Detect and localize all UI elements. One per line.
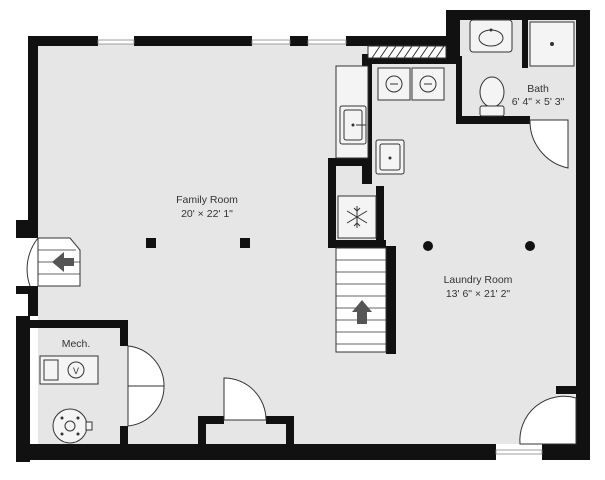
snowflake-icon [337,195,377,239]
mech-wall-top [24,320,128,328]
columns [146,238,535,251]
mech-wall-right-lower [120,426,128,446]
wall-right-jog [556,386,576,394]
window-top-2 [251,39,291,45]
counter [335,65,369,159]
closet-door [223,377,267,421]
bath-wall-left [446,10,460,58]
wall-left-upper [28,36,38,226]
main-stairs [335,247,387,353]
furnace-icon: V [39,355,99,385]
room-labels: Family Room 20' × 22' 1" Laundry Room 13… [62,83,565,350]
closet-wall-top-right [266,416,294,424]
wall-top-mid2 [290,36,308,46]
mech-wall-right-upper [120,320,128,346]
laundry-room-name: Laundry Room [444,274,513,286]
water-heater-icon [52,408,93,444]
bath-name: Bath [527,83,549,95]
bath-door [529,119,569,169]
laundry-room-size: 13' 6" × 21' 2" [446,288,511,300]
closet-wall-left [198,416,206,446]
window-top-3 [307,39,347,45]
svg-text:V: V [73,366,79,376]
wall-left-bottom [16,316,30,462]
window-top-1 [97,39,135,45]
closet-wall-right [286,416,294,446]
family-room-name: Family Room [176,194,238,206]
mech-door-bottom [127,385,165,427]
wall-top-left [28,36,98,46]
bath-wall-bottom [456,116,530,124]
laundry-wall-top [362,54,460,64]
partition-top [328,158,372,166]
laundry-exterior-door [519,395,577,445]
wall-right-lower [576,386,590,460]
wall-bottom-left [16,444,496,460]
partition-left [328,158,336,246]
sink-icon [339,105,367,145]
wall-top-mid [134,36,252,46]
toilet-icon [479,76,505,117]
washer-icon [377,67,411,101]
column-icon [423,241,433,251]
side-stair-arrow-icon [52,252,74,272]
wall-left-stub [16,220,38,238]
mech-name: Mech. [62,338,91,350]
wall-left-lower [16,286,38,294]
wall-top-right [346,36,446,46]
shower-icon [529,21,575,67]
column-icon [240,238,250,248]
stair-wall-right [386,246,396,354]
partition-right [376,186,384,248]
walls [16,10,590,462]
family-room-size: 20' × 22' 1" [181,208,233,220]
side-stairs [26,237,81,287]
bath-size: 6' 4" × 5' 3" [512,96,565,108]
partition-bottom [328,240,386,248]
bath-wall-shower [522,20,528,68]
wall-right [576,10,590,388]
bath-wall-top [446,10,590,20]
stair-up-arrow-icon [352,300,372,324]
dryer-icon [411,67,445,101]
laundry-sink-icon [375,139,405,175]
bath-wall-left2 [456,56,462,122]
closet-wall-top-left [198,416,224,424]
window-bottom [495,449,543,455]
hatched-bar [367,45,447,59]
column-icon [525,241,535,251]
column-icon [146,238,156,248]
doors [127,119,577,445]
wall-left-mid [28,286,38,316]
bath-sink-icon [469,19,513,53]
